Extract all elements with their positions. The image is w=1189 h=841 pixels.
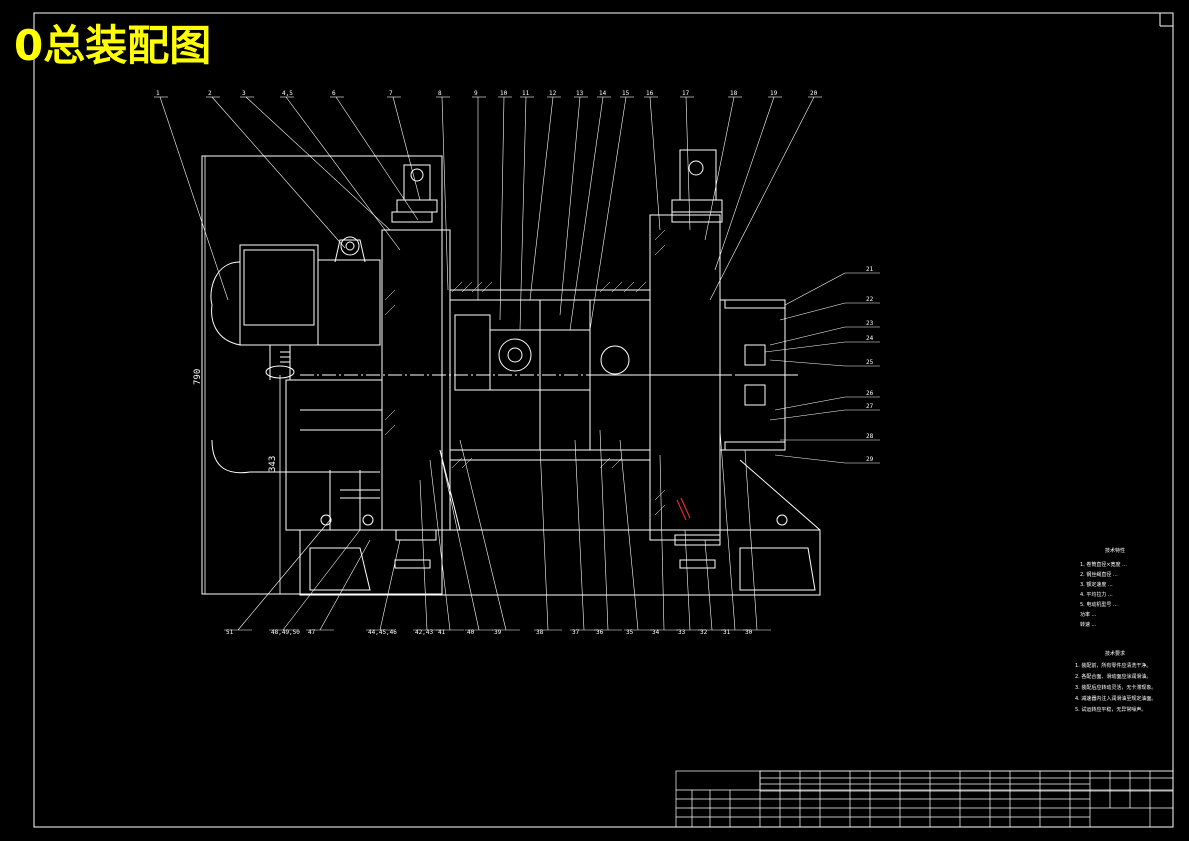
- tech-spec-line: 3. 额定速度 ...: [1080, 581, 1113, 588]
- part-label-bottom: 33: [678, 629, 686, 636]
- tech-spec-line: 1. 卷筒直径×宽度 ...: [1080, 561, 1127, 568]
- bottom-leader-lines: 51 48,49,50 47 44,45,46 42,43 41 40 39 38 37 36 35 3…: [224, 429, 771, 636]
- part-label-right: 29: [866, 456, 874, 463]
- part-label-bottom: 36: [596, 629, 604, 636]
- tech-spec-line: 功率 ...: [1080, 611, 1097, 618]
- tech-req-line: 1. 装配前，所有零件应清洗干净。: [1075, 662, 1151, 669]
- part-label-bottom: 37: [572, 629, 580, 636]
- part-label-bottom: 44,45,46: [368, 629, 397, 636]
- part-label-top: 4,5: [282, 90, 293, 97]
- tech-req-block: 技术要求 1. 装配前，所有零件应清洗干净。 2. 各配合面、滑动面应涂润滑油。 3…: [1075, 650, 1156, 713]
- tech-req-title: 技术要求: [1105, 650, 1125, 657]
- drum-housing: [299, 149, 821, 596]
- part-label-right: 26: [866, 390, 874, 397]
- dimension-center-height: 343: [268, 456, 278, 472]
- title-block: [675, 770, 1174, 828]
- part-label-top: 10: [500, 90, 508, 97]
- part-label-right: 25: [866, 359, 874, 366]
- tech-spec-line: 5. 电动机型号 ...: [1080, 601, 1118, 608]
- part-label-top: 18: [730, 90, 738, 97]
- part-label-right: 21: [866, 266, 874, 273]
- tech-req-line: 2. 各配合面、滑动面应涂润滑油。: [1075, 673, 1151, 680]
- tech-spec-line: 4. 平均拉力 ...: [1080, 591, 1113, 598]
- part-label-top: 1: [156, 90, 160, 97]
- tech-spec-line: 2. 钢丝绳直径 ...: [1080, 571, 1118, 578]
- part-label-top: 14: [599, 90, 607, 97]
- drawing-frame: [33, 12, 1174, 828]
- part-label-top: 17: [682, 90, 690, 97]
- part-label-top: 11: [522, 90, 530, 97]
- part-label-top: 9: [474, 90, 478, 97]
- drawing-title: 0总装配图: [14, 21, 211, 70]
- dimension-lines: [204, 156, 281, 594]
- tech-req-line: 3. 装配后应转动灵活，无卡滞现象。: [1075, 684, 1156, 691]
- part-label-top: 19: [770, 90, 778, 97]
- part-label-bottom: 41: [438, 629, 446, 636]
- part-label-top: 16: [646, 90, 654, 97]
- tech-req-line: 5. 试运转应平稳，无异常噪声。: [1075, 706, 1146, 713]
- part-label-top: 15: [622, 90, 630, 97]
- red-marker: [676, 497, 691, 521]
- part-label-top: 3: [242, 90, 246, 97]
- part-label-right: 22: [866, 296, 874, 303]
- tech-spec-block: 技术特性 1. 卷筒直径×宽度 ... 2. 钢丝绳直径 ... 3. 额定速度 .…: [1080, 547, 1127, 628]
- part-label-bottom: 30: [745, 629, 753, 636]
- tech-spec-title: 技术特性: [1105, 547, 1125, 554]
- part-label-bottom: 48,49,50: [271, 629, 300, 636]
- dimension-overall-height: 790: [193, 369, 203, 385]
- part-label-right: 23: [866, 320, 874, 327]
- part-label-top: 12: [549, 90, 557, 97]
- right-leader-lines: 21 22 23 24 25 26 27 28 29: [764, 266, 880, 464]
- part-label-right: 24: [866, 335, 874, 342]
- part-label-bottom: 47: [308, 629, 316, 636]
- part-label-bottom: 42,43: [415, 629, 433, 636]
- part-label-bottom: 39: [494, 629, 502, 636]
- tech-req-line: 4. 减速器内注入润滑油至规定油面。: [1075, 695, 1156, 702]
- part-label-right: 27: [866, 403, 874, 410]
- section-hatching: [384, 229, 666, 516]
- part-label-bottom: 51: [226, 629, 234, 636]
- part-label-bottom: 31: [723, 629, 731, 636]
- part-label-top: 20: [810, 90, 818, 97]
- part-label-bottom: 34: [652, 629, 660, 636]
- part-label-bottom: 35: [626, 629, 634, 636]
- part-label-top: 6: [332, 90, 336, 97]
- part-label-top: 7: [389, 90, 393, 97]
- part-label-bottom: 38: [536, 629, 544, 636]
- part-label-bottom: 40: [467, 629, 475, 636]
- part-label-bottom: 32: [700, 629, 708, 636]
- part-label-top: 13: [576, 90, 584, 97]
- part-label-right: 28: [866, 433, 874, 440]
- part-label-top: 2: [208, 90, 212, 97]
- part-label-top: 8: [438, 90, 442, 97]
- tech-spec-line: 转速 ...: [1080, 621, 1097, 628]
